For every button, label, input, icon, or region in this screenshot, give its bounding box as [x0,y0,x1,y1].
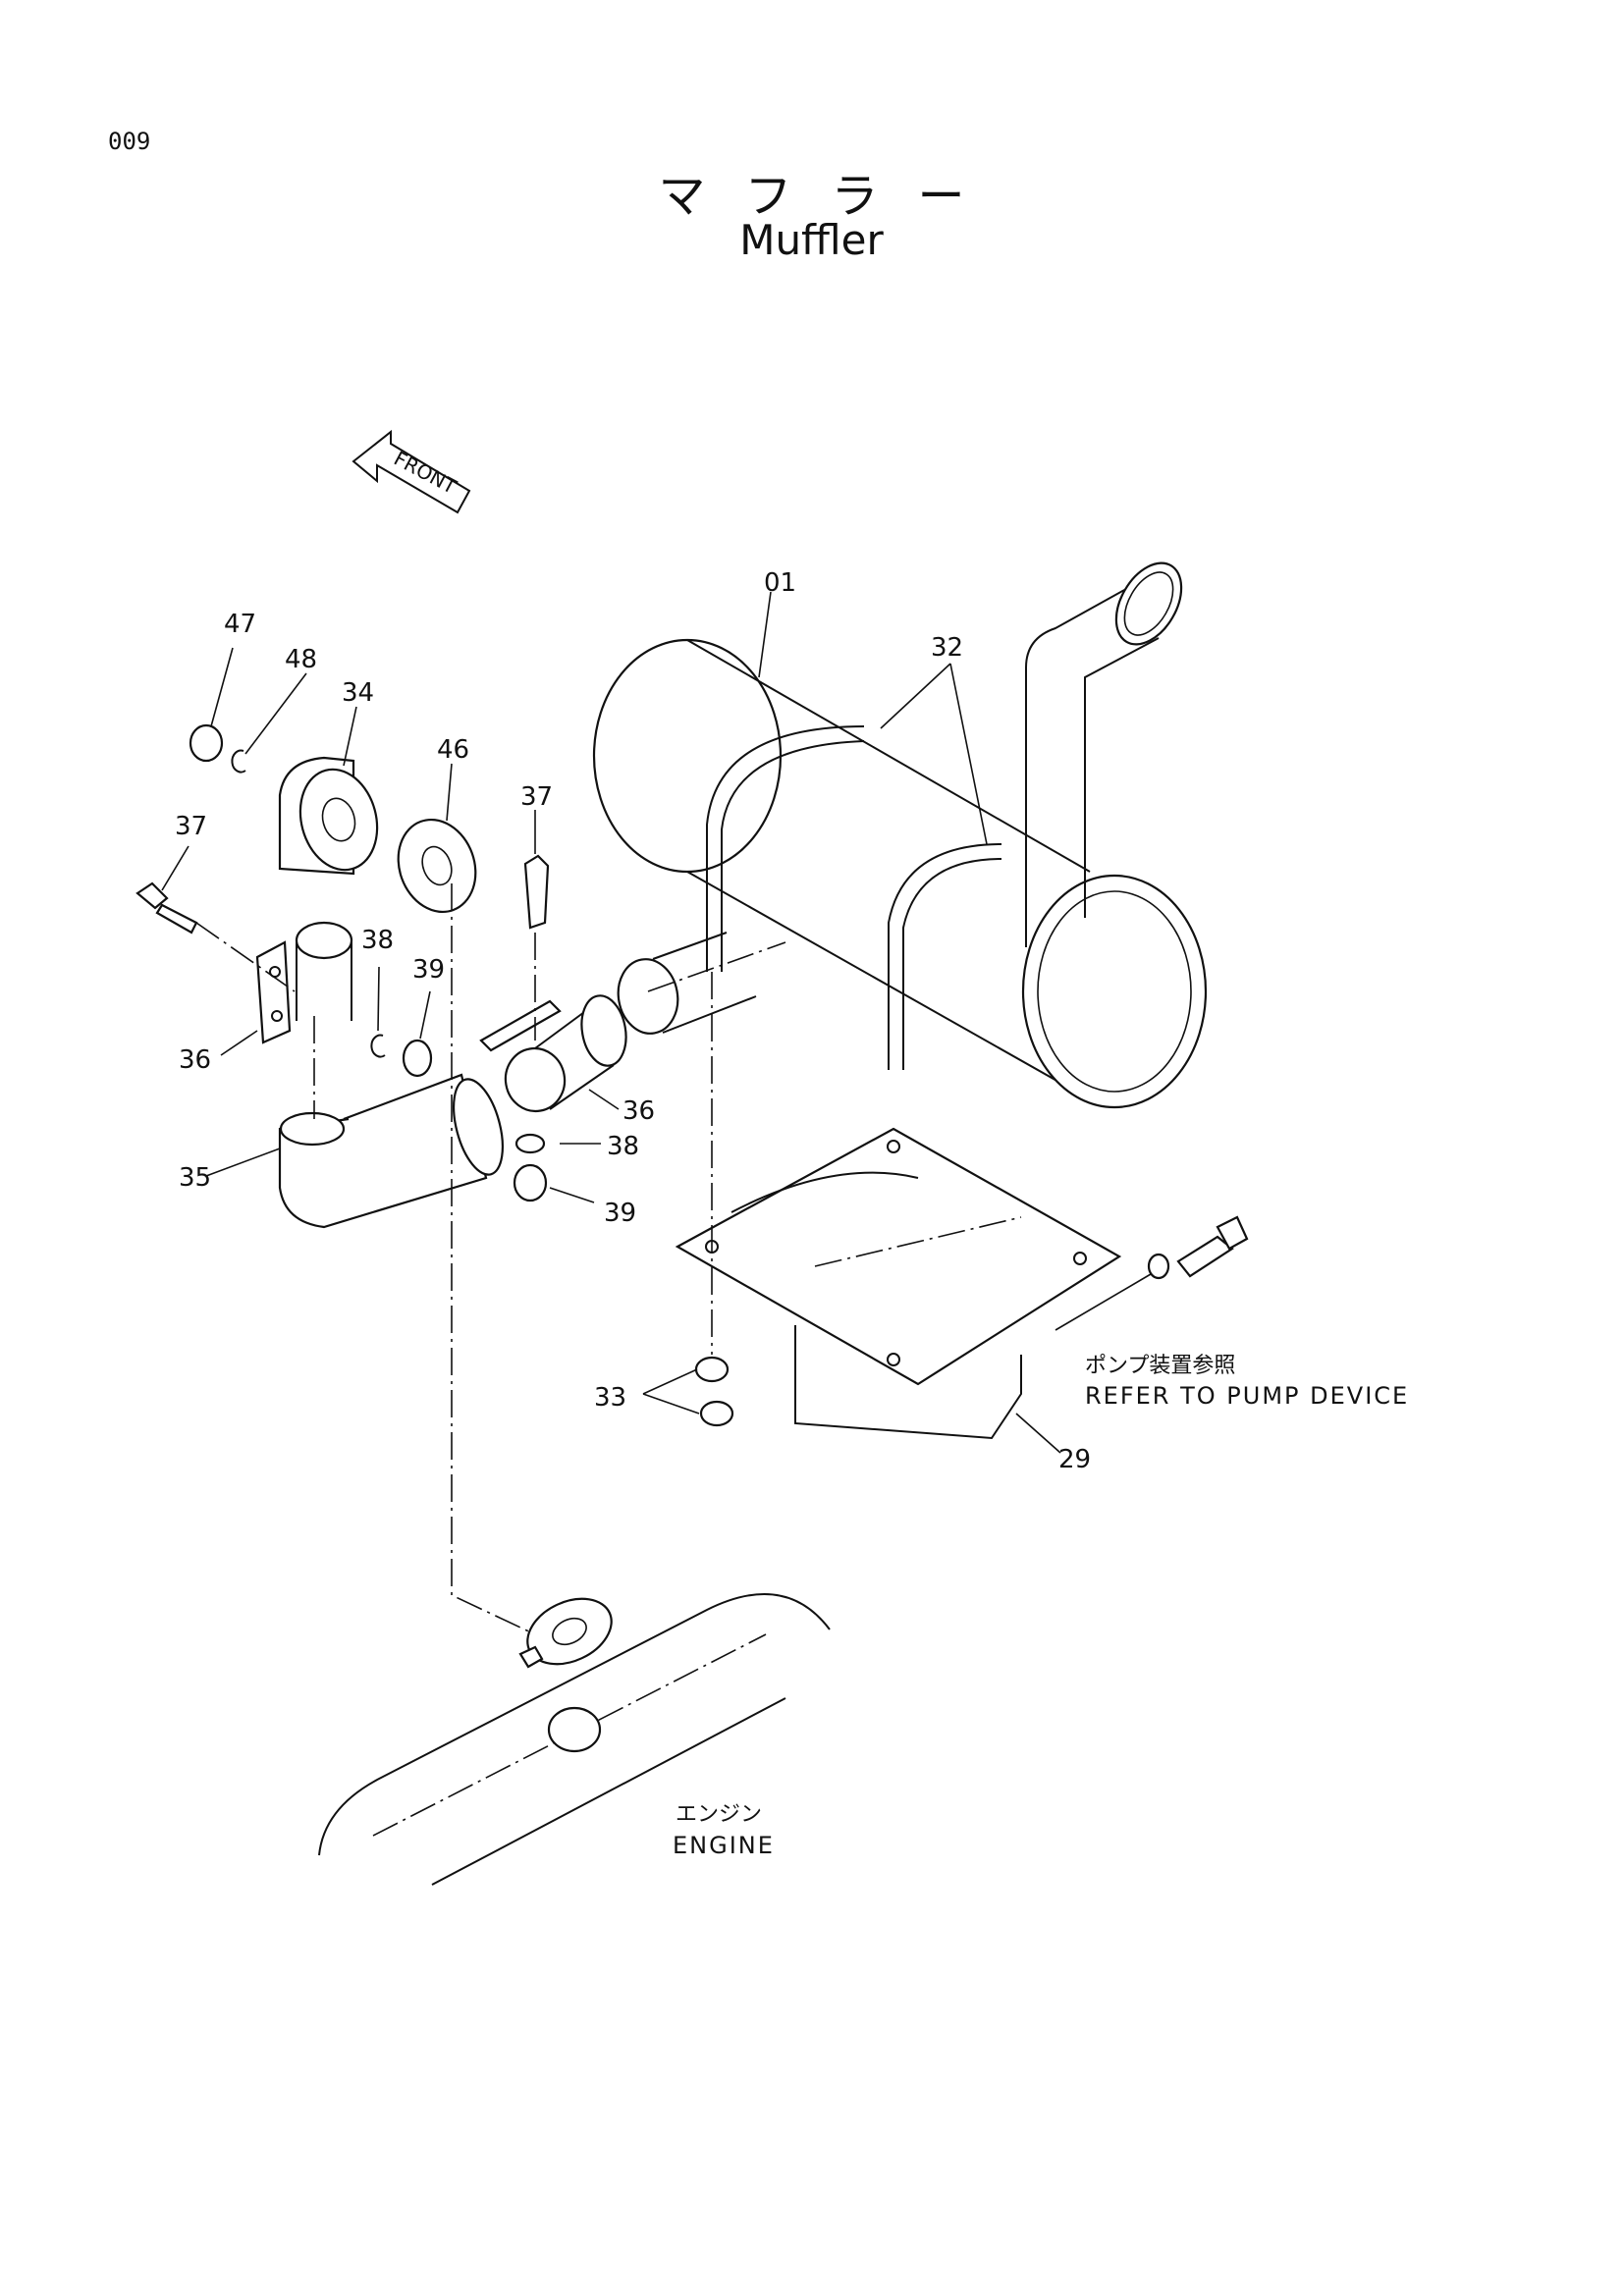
leader-lines [161,591,1152,1454]
callout-numbers: 01 32 47 48 34 46 37 37 38 39 36 35 36 3… [175,568,1091,1474]
page-number: 009 [108,128,151,155]
callout-36-center: 36 [622,1096,655,1126]
callout-32: 32 [931,633,963,663]
pump-reference-japanese: ポンプ装置参照 [1085,1354,1235,1378]
u-bolts [706,725,1002,1070]
front-label: FRONT [390,447,460,500]
page-title: Muffler [739,216,884,264]
callout-34: 34 [342,678,374,708]
bracket-bolt [1147,1215,1249,1280]
callout-37-left: 37 [175,812,207,841]
engine-label-japanese: エンジン [676,1802,762,1827]
callout-38-center: 38 [607,1132,639,1161]
callout-39-center: 39 [604,1199,636,1228]
left-pipe-assembly [135,723,504,1229]
page-title-japanese: マフラー [658,169,1004,224]
callout-36-left: 36 [179,1045,211,1075]
engine-label: ENGINE [673,1832,775,1859]
callout-29: 29 [1058,1445,1091,1474]
center-clamp [479,854,627,1202]
front-arrow-icon: FRONT [352,429,471,514]
callout-38-left: 38 [361,926,394,955]
callout-48: 48 [285,645,317,674]
callout-33: 33 [594,1383,626,1413]
callout-47: 47 [224,610,256,639]
bracket-nuts [694,1356,734,1427]
callout-39-left: 39 [412,955,445,985]
pump-reference: REFER TO PUMP DEVICE [1085,1382,1409,1410]
engine-outline [318,1593,831,1886]
callout-37-center: 37 [520,782,553,812]
muffler-body [592,561,1208,1109]
callout-46: 46 [437,735,469,765]
callout-01: 01 [764,568,796,598]
callout-35: 35 [179,1163,211,1193]
muffler-bracket [675,1127,1122,1440]
